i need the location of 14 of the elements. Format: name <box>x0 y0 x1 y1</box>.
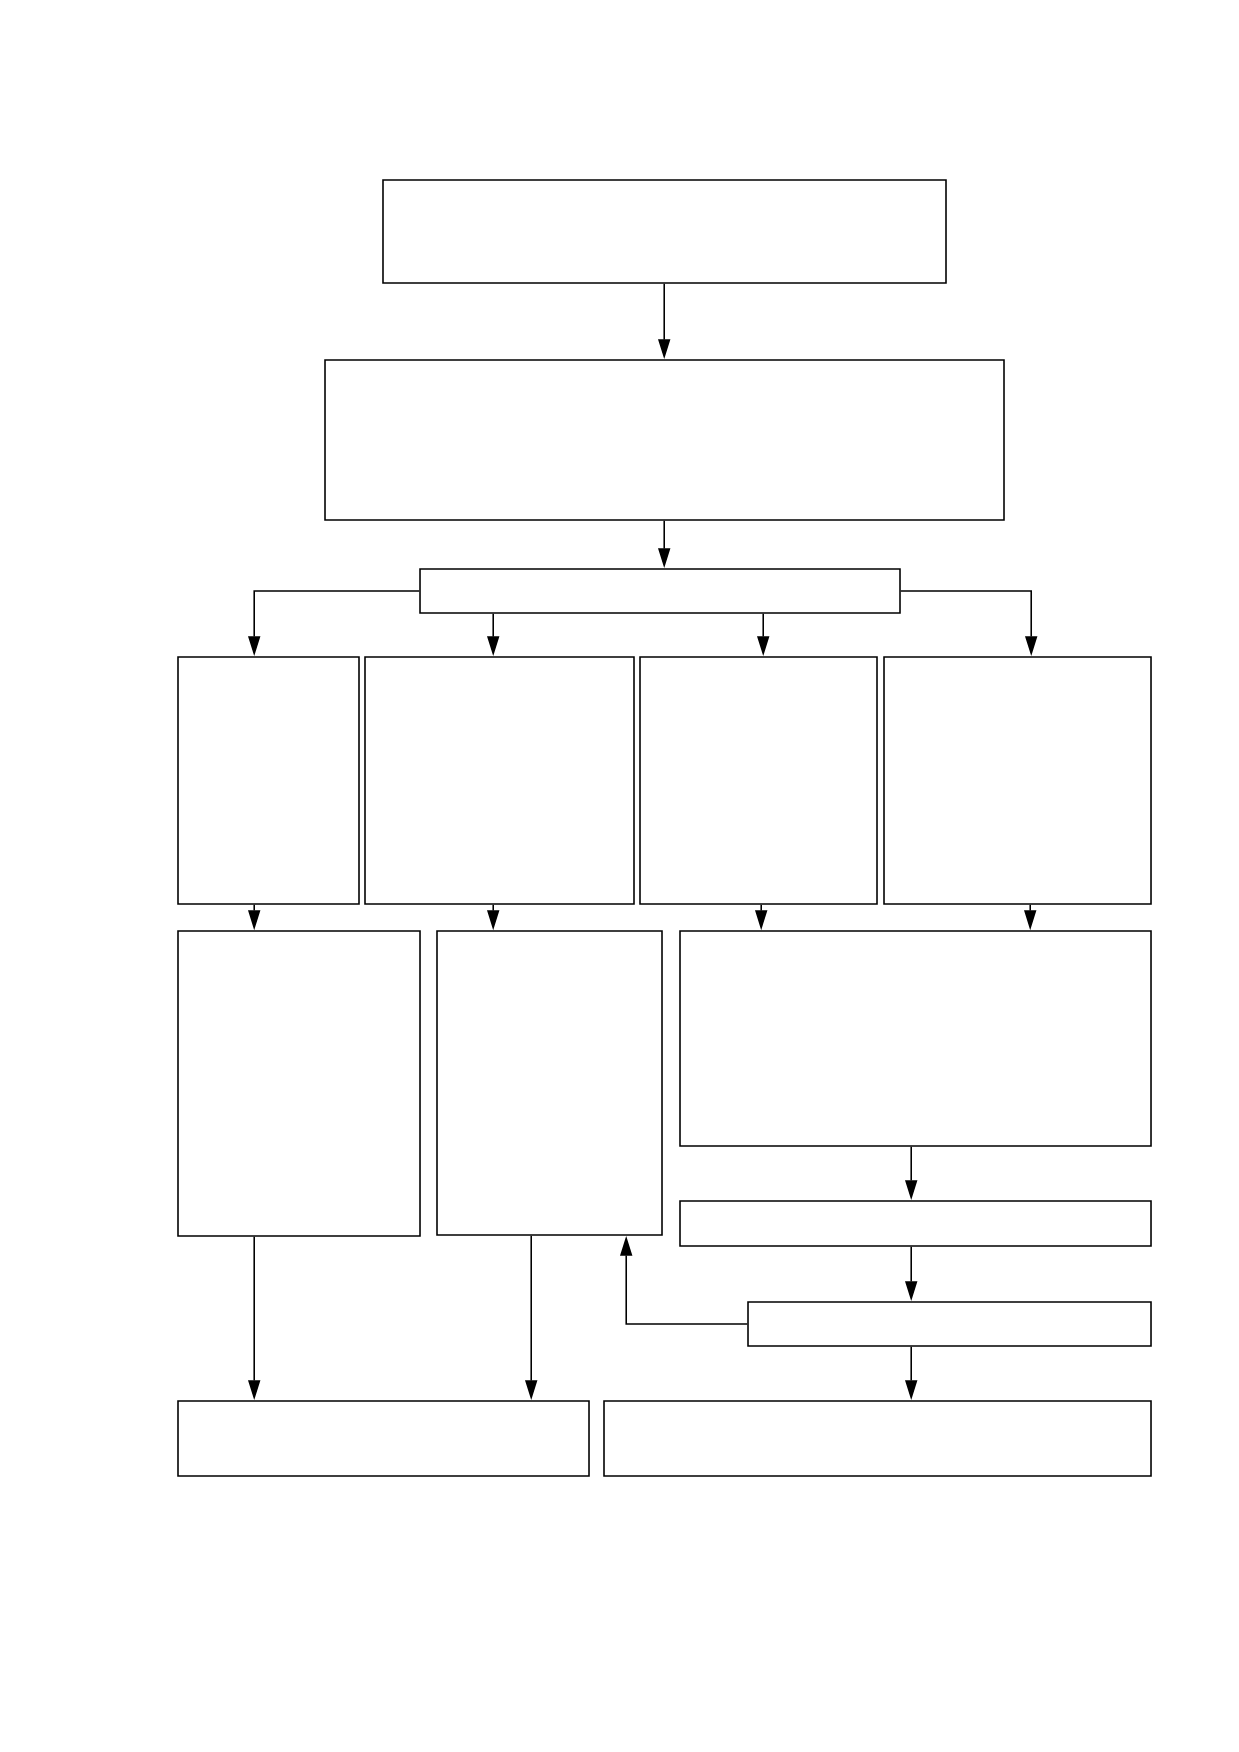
empty-box <box>177 656 360 905</box>
empty-box <box>436 930 663 1236</box>
empty-box <box>679 1200 1152 1247</box>
empty-box <box>177 930 421 1237</box>
empty-box <box>364 656 635 905</box>
empty-box <box>679 930 1152 1147</box>
empty-box <box>324 359 1005 521</box>
empty-box <box>603 1400 1152 1477</box>
empty-box <box>382 179 947 284</box>
empty-box <box>177 1400 590 1477</box>
empty-box <box>639 656 878 905</box>
empty-box <box>883 656 1152 905</box>
empty-box <box>747 1301 1152 1347</box>
empty-box <box>419 568 901 614</box>
